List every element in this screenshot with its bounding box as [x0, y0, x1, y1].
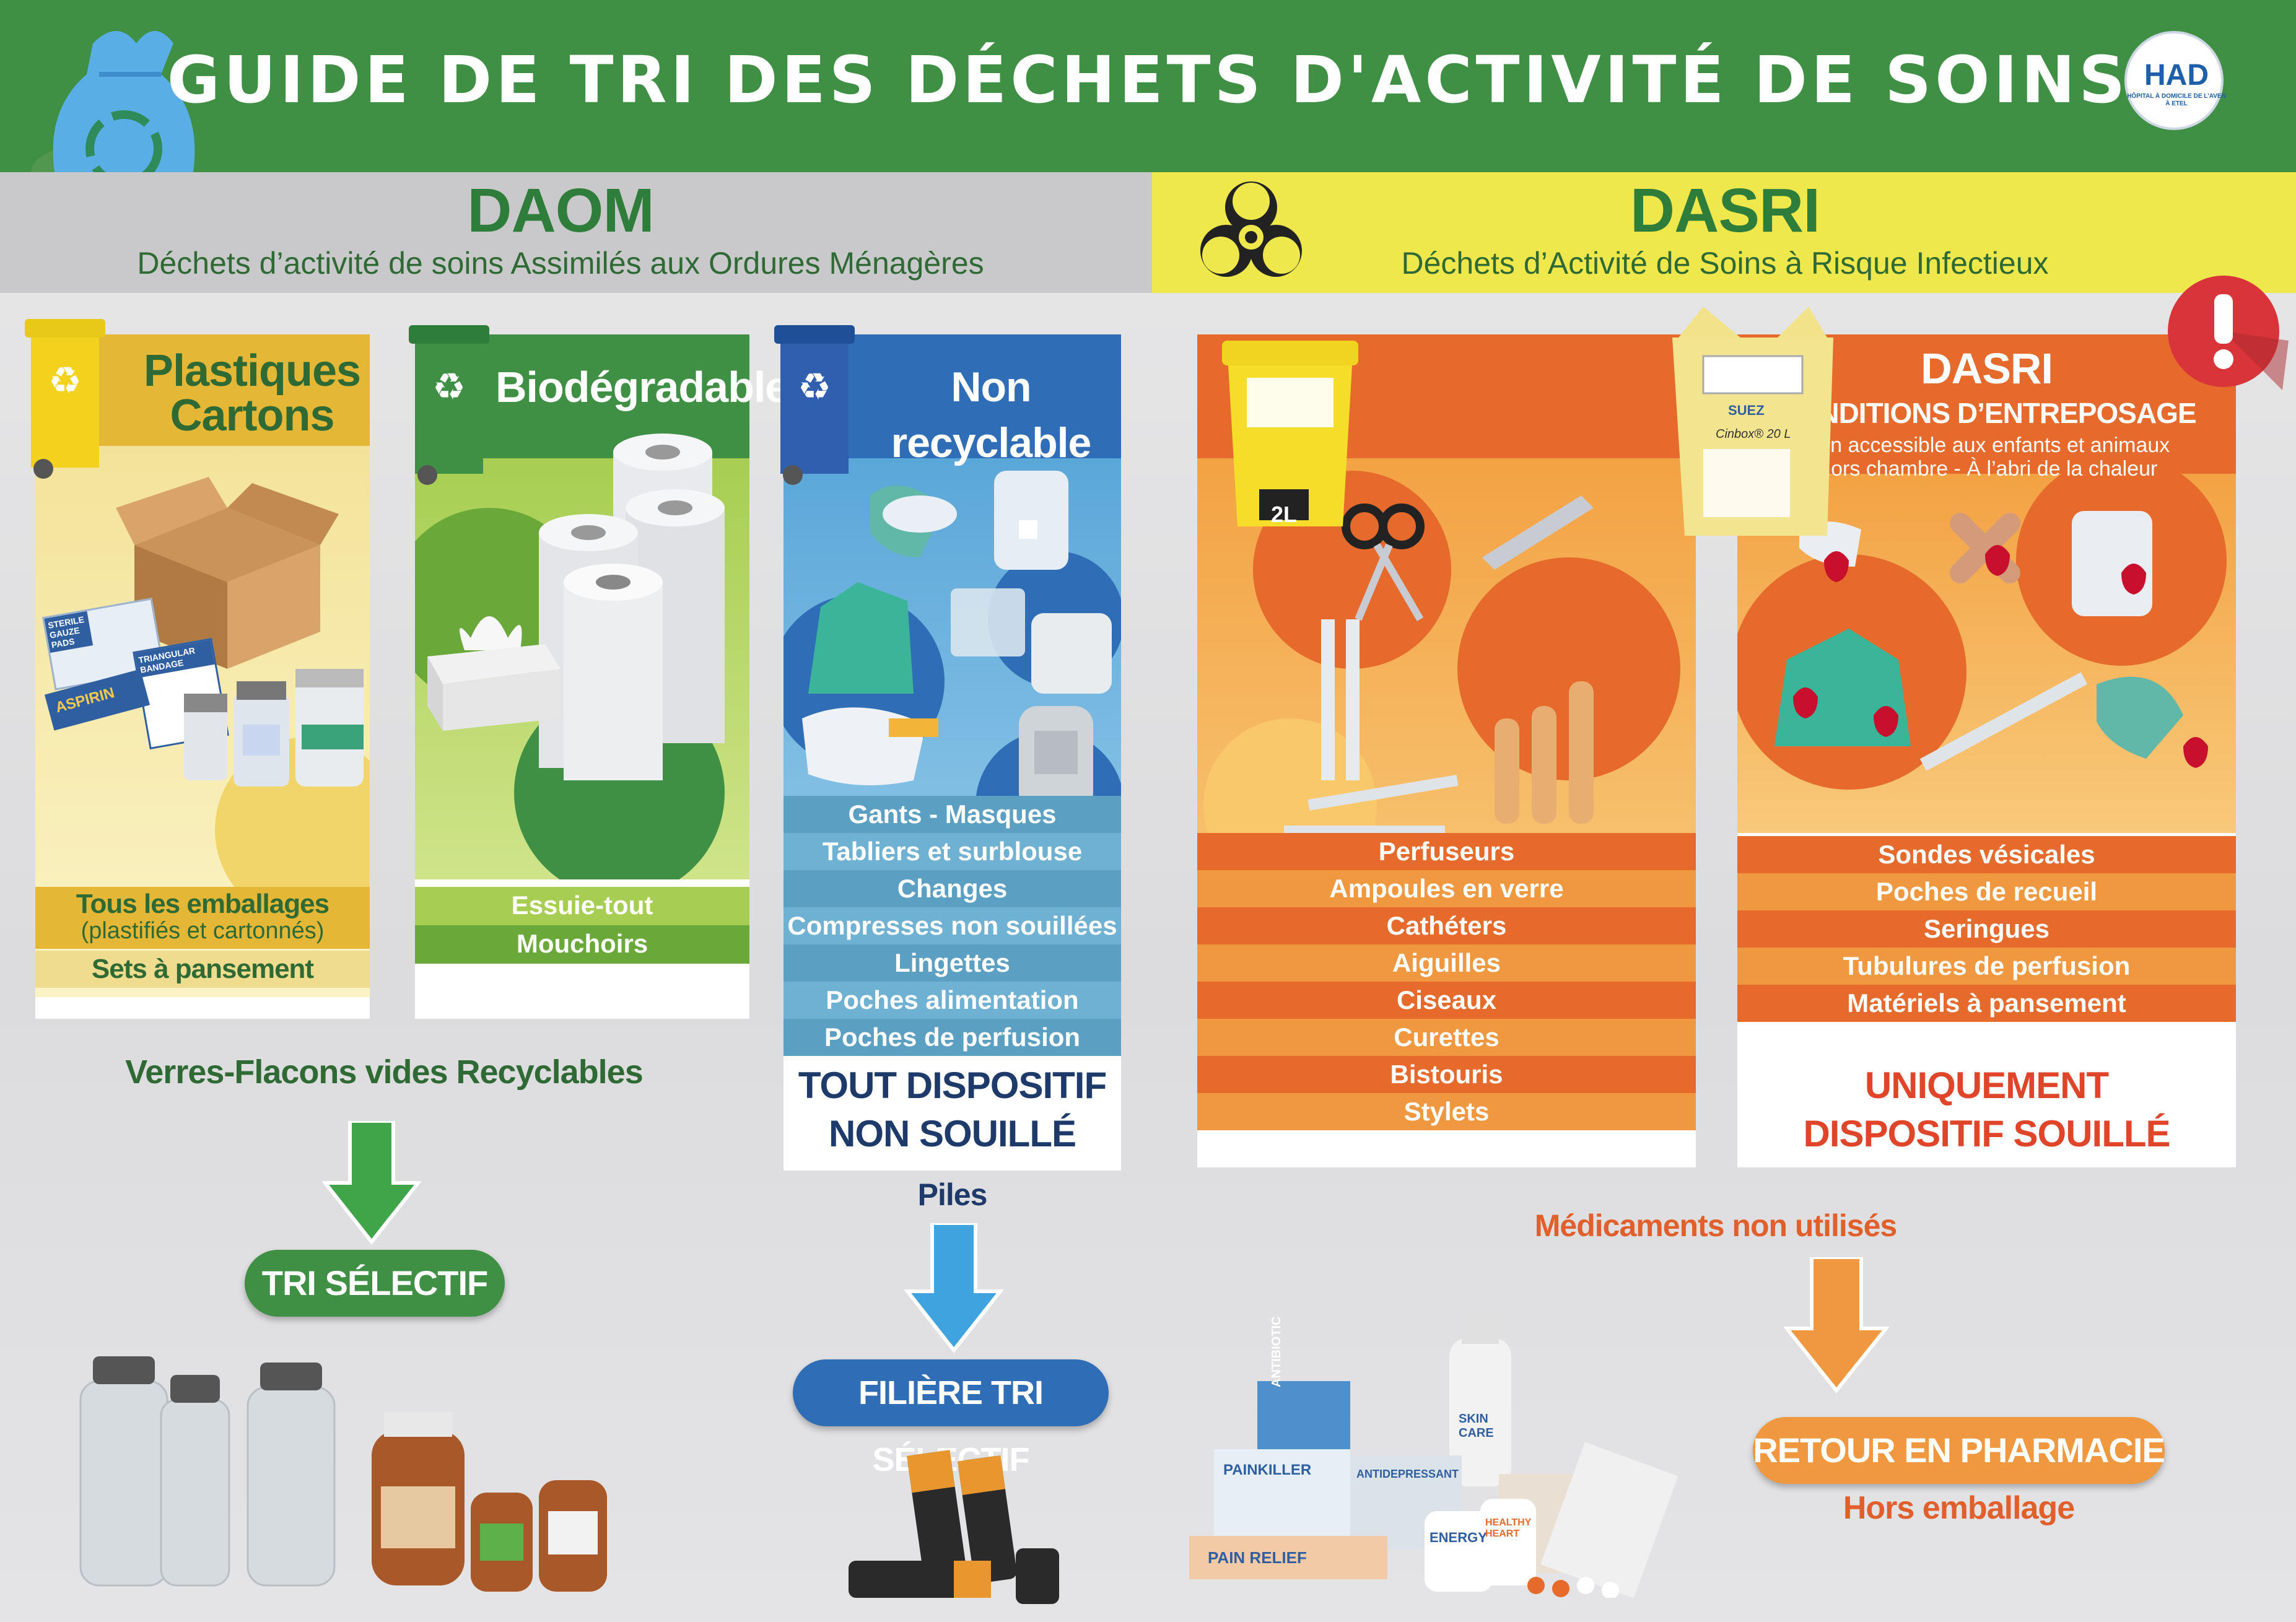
sharps-item-4: Aiguilles [1197, 944, 1696, 982]
medicaments-label: Médicaments non utilisés [1534, 1208, 1897, 1243]
hors-emballage-label: Hors emballage [1843, 1490, 2075, 1526]
sharps-container-icon [1222, 341, 1358, 526]
sharps-item-7: Bistouris [1197, 1056, 1696, 1093]
gauze-label: STERILE GAUZE PADS [44, 611, 94, 653]
sharps-item-5: Ciseaux [1197, 982, 1696, 1019]
plastiques-item-2: Sets à pansement [91, 954, 314, 984]
arrow-down-icon [904, 1223, 1003, 1353]
box-brand: SUEZ [1728, 403, 1765, 418]
med-label-painkiller: PAINKILLER [1223, 1462, 1312, 1478]
plastiques-item-bar-1 [35, 887, 370, 949]
storage-title: DASRI [1921, 344, 2053, 393]
storage-subtitle: CONDITIONS D’ENTREPOSAGE [1777, 397, 2196, 429]
nonrec-item-3: Changes [784, 870, 1121, 907]
storage-item-5: Matériels à pansement [1737, 985, 2236, 1022]
blue-bin-icon: ♻ [774, 325, 855, 485]
header-bar [0, 0, 2296, 172]
dasri-cardboard-box-icon [1672, 307, 1833, 536]
daom-title: DAOM [467, 176, 655, 245]
dasri-sharps-panel: 2L Perfuseurs Ampoules en verre Cathéter… [1197, 334, 1696, 1167]
nonrec-title: Non recyclable [891, 364, 1092, 466]
warning-icon [2168, 276, 2289, 390]
retour-pharmacie-button[interactable]: RETOUR EN PHARMACIE [1753, 1417, 2165, 1484]
sharps-item-3: Cathéters [1197, 907, 1696, 944]
sharps-item-2: Ampoules en verre [1197, 870, 1696, 907]
med-label-painrelief: PAIN RELIEF [1208, 1548, 1307, 1567]
tri-selectif-button[interactable]: TRI SÉLECTIF [245, 1250, 505, 1317]
storage-item-2: Poches de recueil [1737, 873, 2236, 910]
storage-line-1: Non accessible aux enfants et animaux [1803, 434, 2170, 457]
bio-title: Biodégradable [495, 363, 789, 411]
nonrec-item-7: Poches de perfusion [784, 1019, 1121, 1056]
sharps-item-8: Stylets [1197, 1093, 1696, 1130]
verres-label: Verres-Flacons vides Recyclables [125, 1053, 644, 1091]
logo-subtext: HÔPITAL À DOMICILE DE L'AVEN À ETEL [2127, 93, 2226, 107]
daom-band [0, 172, 1152, 293]
svg-text:♻: ♻ [798, 365, 831, 409]
storage-bottom-1: UNIQUEMENT [1864, 1065, 2109, 1106]
soiled-items-illustration [1737, 474, 2227, 790]
arrow-down-icon [322, 1121, 421, 1245]
batteries-icon [849, 1450, 1059, 1604]
biohazard-icon [1200, 181, 1302, 277]
bio-item-1: Essuie-tout [415, 887, 749, 925]
sharps-item-6: Curettes [1197, 1019, 1696, 1056]
nonrec-bottom-2: NON SOUILLÉ [828, 1113, 1076, 1154]
svg-text:♻: ♻ [48, 359, 82, 403]
nonrec-bottom-1: TOUT DISPOSITIF [798, 1065, 1107, 1106]
sharps-item-1: Perfuseurs [1197, 833, 1696, 870]
had-logo: HAD HÔPITAL À DOMICILE DE L'AVEN À ETEL [2124, 31, 2226, 130]
green-bin-icon: ♻ [409, 325, 489, 485]
med-label-antibiotic: ANTIBIOTIC [1270, 1316, 1283, 1387]
nonrec-item-4: Compresses non souillées [784, 907, 1121, 944]
logo-text: HAD [2144, 59, 2209, 92]
paper-towel-rolls-icon [539, 434, 725, 780]
plastiques-item-1: Tous les emballages [76, 889, 330, 919]
container-label: 2L [1270, 502, 1297, 527]
dasri-title: DASRI [1630, 176, 1820, 245]
nonrec-item-2: Tabliers et surblouse [784, 833, 1121, 870]
piles-label: Piles [917, 1177, 988, 1212]
dasri-band [1152, 172, 2296, 293]
med-label-heart: HEALTHY HEART [1485, 1517, 1532, 1539]
medicines-pile: ANTIBIOTIC SKIN CARE PAINKILLER ANTIDEPR… [1177, 1313, 1703, 1598]
tissue-box-icon [427, 616, 561, 731]
yellow-bin-icon: ♻ [25, 319, 105, 479]
med-label-energy: ENERGY [1430, 1530, 1487, 1545]
nonrec-item-1: Gants - Masques [784, 796, 1121, 833]
svg-text:♻: ♻ [432, 365, 466, 409]
plastiques-item-bar-2 [35, 951, 370, 988]
filiere-tri-button[interactable]: FILIÈRE TRI SÉLECTIF [793, 1359, 1109, 1478]
bottles-icon [184, 669, 364, 787]
med-label-skincare: SKIN CARE [1459, 1412, 1494, 1440]
daom-subtitle: Déchets d’activité de soins Assimilés au… [137, 246, 984, 281]
dasri-subtitle: Déchets d’Activité de Soins à Risque Inf… [1401, 246, 2049, 281]
glass-bottles-icon [79, 1356, 607, 1592]
box-name: Cinbox® 20 L [1716, 427, 1791, 441]
nonrec-item-5: Lingettes [784, 944, 1121, 982]
cardboard-box-icon [116, 477, 339, 669]
med-label-antidepressant: ANTIDEPRESSANT [1356, 1468, 1459, 1480]
storage-item-4: Tubulures de perfusion [1737, 948, 2236, 985]
nonrec-item-6: Poches alimentation [784, 982, 1121, 1019]
storage-line-2: Hors chambre - À l’abri de la chaleur [1815, 457, 2158, 481]
plastiques-panel: STERILE GAUZE PADS TRIANGULAR BANDAGE AS… [35, 334, 370, 1019]
plastiques-title-1: Plastiques [143, 346, 361, 396]
plastiques-title-2: Cartons [170, 391, 334, 440]
biodegradable-panel: Biodégradable Essuie-tout Mouchoirs [415, 334, 789, 1019]
plastiques-item-1-sub: (plastifiés et cartonnés) [81, 918, 325, 944]
bio-item-2: Mouchoirs [415, 925, 749, 964]
medicine-bottles-icon [1189, 1313, 1678, 1598]
storage-item-1: Sondes vésicales [1737, 836, 2236, 873]
storage-bottom-2: DISPOSITIF SOUILLÉ [1803, 1113, 2170, 1154]
arrow-down-icon [1784, 1257, 1889, 1393]
page-title: GUIDE DE TRI DES DÉCHETS D'ACTIVITÉ DE S… [167, 42, 2129, 118]
storage-item-3: Seringues [1737, 910, 2236, 948]
